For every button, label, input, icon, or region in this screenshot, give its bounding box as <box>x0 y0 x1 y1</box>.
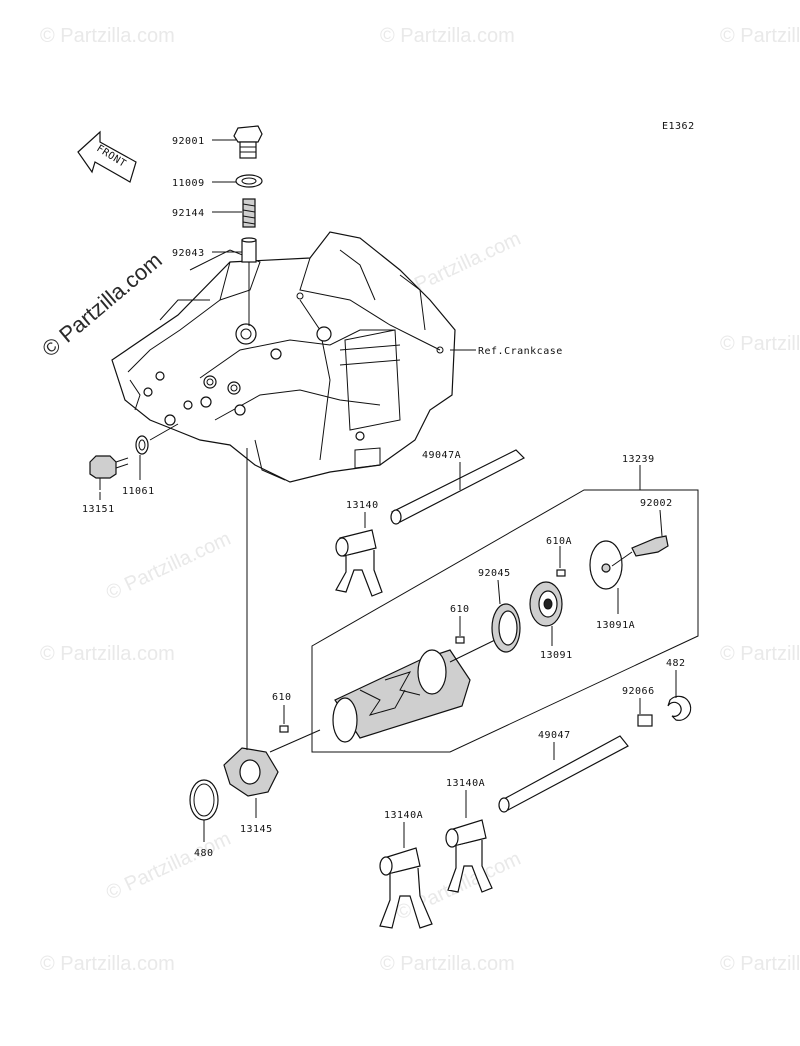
part-label[interactable]: 92002 <box>640 498 673 509</box>
part-label[interactable]: 92066 <box>622 686 655 697</box>
watermark: © Partzilla.com <box>103 828 234 905</box>
shaft-icon <box>498 735 629 813</box>
watermark: © Partzilla.com <box>40 25 175 47</box>
watermark: © Partzilla.com <box>720 643 800 665</box>
circlip-icon <box>667 695 692 721</box>
leader-lines <box>99 139 677 848</box>
part-label[interactable]: 482 <box>666 658 686 669</box>
crankcase-illustration <box>111 231 456 483</box>
pin-icon <box>241 237 257 263</box>
watermark: © Partzilla.com <box>40 953 175 975</box>
part-label[interactable]: 13140A <box>384 810 423 821</box>
front-arrow-icon: FRONT <box>77 130 137 183</box>
part-label[interactable]: 480 <box>194 848 214 859</box>
washer-icon <box>235 174 263 188</box>
watermark: © Partzilla.com <box>380 953 515 975</box>
watermark: © Partzilla.com <box>40 643 175 665</box>
watermark: © Partzilla.com <box>720 25 800 47</box>
dowel-pin-icon <box>279 569 566 733</box>
part-label[interactable]: 13239 <box>622 454 655 465</box>
shift-fork-icon <box>445 819 493 893</box>
part-label[interactable]: 49047A <box>422 450 461 461</box>
watermark: © Partzilla.com <box>720 333 800 355</box>
part-label[interactable]: 92045 <box>478 568 511 579</box>
part-label[interactable]: 92001 <box>172 136 205 147</box>
part-labels: 92001 11009 92144 92043 Ref.Crankcase 11… <box>82 136 686 859</box>
ref-label: Ref.Crankcase <box>478 346 563 357</box>
collar-icon <box>637 714 653 727</box>
gasket-icon <box>135 435 149 455</box>
shift-drum-icon <box>269 639 496 753</box>
bearing-icon <box>491 603 521 653</box>
circlip-icon <box>189 779 219 821</box>
part-label[interactable]: 13145 <box>240 824 273 835</box>
part-label[interactable]: 49047 <box>538 730 571 741</box>
part-label[interactable]: 13151 <box>82 504 115 515</box>
part-label[interactable]: 11009 <box>172 178 205 189</box>
bolt-icon <box>233 125 263 159</box>
shift-fork-icon <box>379 847 433 929</box>
part-label[interactable]: 92144 <box>172 208 205 219</box>
part-label[interactable]: 610 <box>450 604 470 615</box>
watermark: © Partzilla.com <box>380 25 515 47</box>
part-label[interactable]: 92043 <box>172 248 205 259</box>
gear-icon <box>223 747 279 797</box>
watermark: © Partzilla.com <box>103 528 234 605</box>
part-label[interactable]: 610A <box>546 536 572 547</box>
watermark: © Partzilla.com <box>720 953 800 975</box>
part-label[interactable]: 13140A <box>446 778 485 789</box>
part-label[interactable]: 11061 <box>122 486 155 497</box>
cam-icon <box>529 581 563 627</box>
part-label[interactable]: 13091 <box>540 650 573 661</box>
assembly-outline <box>311 489 699 753</box>
shaft-icon <box>390 449 526 525</box>
plate-icon <box>589 540 623 590</box>
part-label[interactable]: 13091A <box>596 620 635 631</box>
part-label[interactable]: 13140 <box>346 500 379 511</box>
spring-icon <box>242 198 256 228</box>
diagram-code: E1362 <box>662 121 695 132</box>
part-label[interactable]: 610 <box>272 692 292 703</box>
switch-icon <box>89 455 129 490</box>
shift-fork-icon <box>335 529 383 597</box>
screw-icon <box>611 535 669 567</box>
